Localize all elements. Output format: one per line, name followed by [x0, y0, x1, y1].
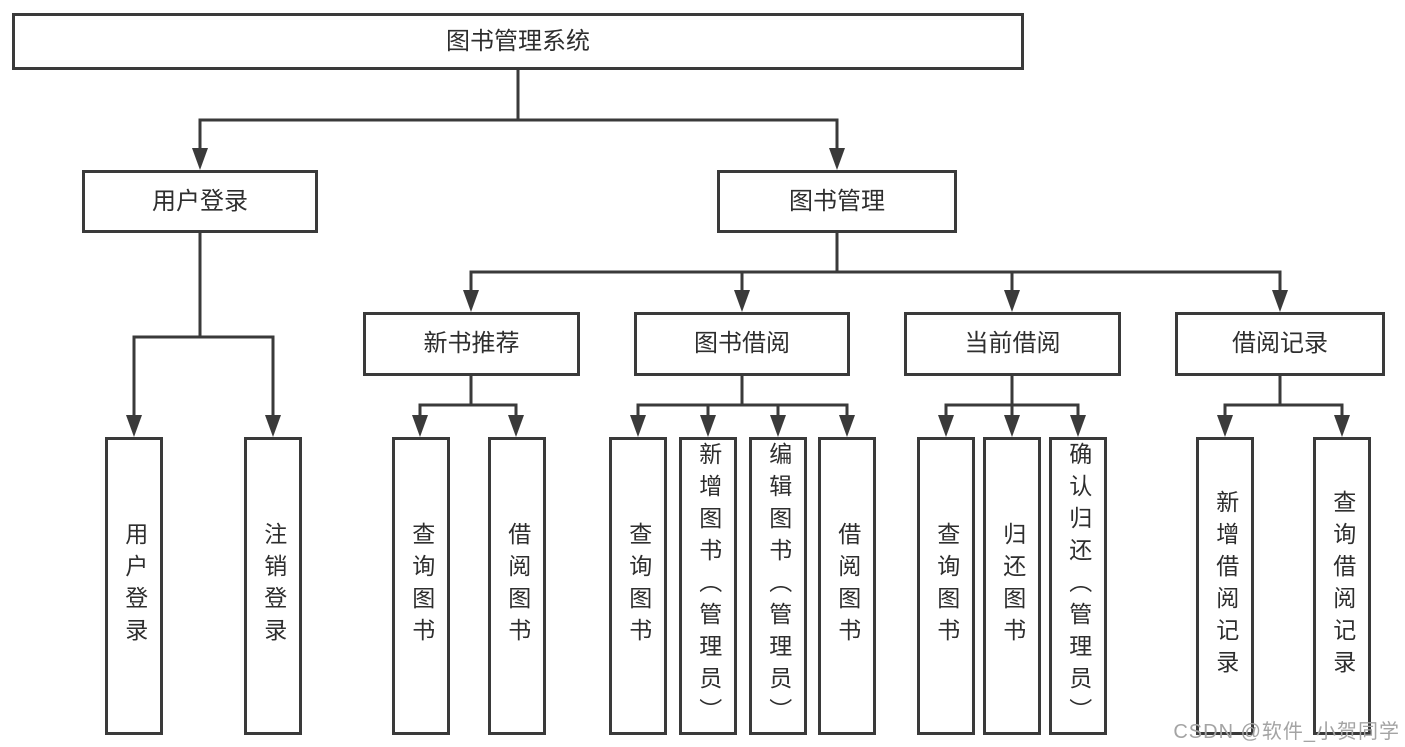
leaf-borrow-books: 借阅图书 — [818, 437, 876, 735]
node-book-management-label: 图书管理 — [789, 187, 885, 215]
leaf-add-books-admin: 新增图书（管理员） — [679, 437, 737, 735]
leaf-borrow-books-recommend-label: 借阅图书 — [504, 522, 531, 650]
leaf-query-borrow-record: 查询借阅记录 — [1313, 437, 1371, 735]
leaf-user-login-label: 用户登录 — [121, 522, 148, 650]
leaf-confirm-return-admin: 确认归还（管理员） — [1049, 437, 1107, 735]
leaf-borrow-books-recommend: 借阅图书 — [488, 437, 546, 735]
arrowheads — [126, 148, 1350, 437]
leaf-query-books-borrow: 查询图书 — [609, 437, 667, 735]
leaf-query-books-current: 查询图书 — [917, 437, 975, 735]
node-current-borrow-label: 当前借阅 — [964, 330, 1061, 357]
node-book-borrow-label: 图书借阅 — [694, 330, 790, 357]
leaf-return-books: 归还图书 — [983, 437, 1041, 735]
node-current-borrow: 当前借阅 — [904, 312, 1121, 376]
csdn-watermark: CSDN @软件_小贺同学 — [1173, 721, 1400, 743]
leaf-logout-label: 注销登录 — [260, 522, 287, 650]
leaf-logout: 注销登录 — [244, 437, 302, 735]
leaf-borrow-books-label: 借阅图书 — [834, 522, 861, 650]
node-borrow-records-label: 借阅记录 — [1232, 330, 1328, 357]
leaf-query-books-recommend: 查询图书 — [392, 437, 450, 735]
leaf-user-login: 用户登录 — [105, 437, 163, 735]
node-user-login-branch-label: 用户登录 — [152, 187, 248, 215]
leaf-query-books-recommend-label: 查询图书 — [408, 522, 435, 650]
node-new-book-recommend-label: 新书推荐 — [423, 330, 520, 357]
leaf-query-books-current-label: 查询图书 — [933, 522, 960, 650]
leaf-query-books-borrow-label: 查询图书 — [625, 522, 652, 650]
leaf-query-borrow-record-label: 查询借阅记录 — [1329, 490, 1356, 682]
node-borrow-records: 借阅记录 — [1175, 312, 1385, 376]
leaf-add-books-admin-label: 新增图书（管理员） — [695, 442, 722, 730]
node-book-management: 图书管理 — [717, 170, 957, 233]
node-new-book-recommend: 新书推荐 — [363, 312, 580, 376]
leaf-confirm-return-admin-label: 确认归还（管理员） — [1065, 442, 1092, 730]
leaf-add-borrow-record: 新增借阅记录 — [1196, 437, 1254, 735]
node-root-label: 图书管理系统 — [446, 27, 590, 55]
leaf-add-borrow-record-label: 新增借阅记录 — [1212, 490, 1239, 682]
node-book-borrow: 图书借阅 — [634, 312, 850, 376]
leaf-edit-books-admin-label: 编辑图书（管理员） — [765, 442, 792, 730]
node-user-login-branch: 用户登录 — [82, 170, 318, 233]
leaf-return-books-label: 归还图书 — [999, 522, 1026, 650]
node-root: 图书管理系统 — [12, 13, 1024, 70]
leaf-edit-books-admin: 编辑图书（管理员） — [749, 437, 807, 735]
